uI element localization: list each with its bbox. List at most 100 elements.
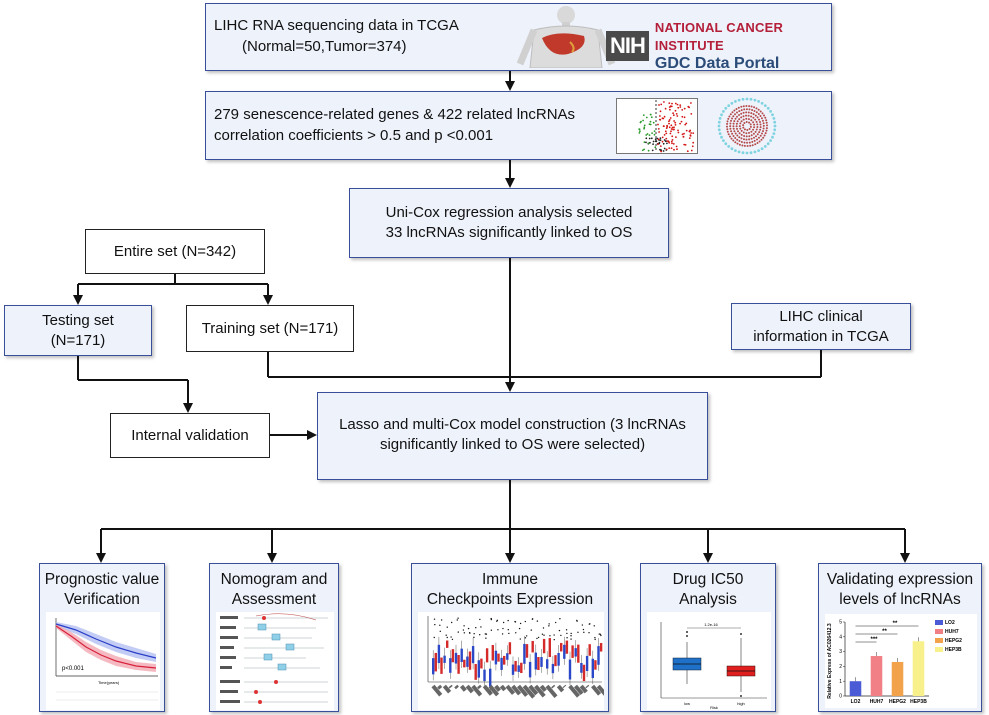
immune-outlier bbox=[496, 620, 498, 622]
validation-xtick-label: HEP3B bbox=[910, 699, 927, 705]
volcano-dot bbox=[646, 133, 649, 135]
volcano-dot bbox=[649, 113, 652, 116]
volcano-dot bbox=[654, 138, 657, 141]
immune-outlier bbox=[553, 634, 555, 636]
immune-box-low bbox=[534, 652, 537, 670]
volcano-dot bbox=[690, 113, 693, 115]
panel-4-title-line-2: Analysis bbox=[679, 591, 737, 608]
network-node bbox=[733, 120, 736, 123]
volcano-dot bbox=[653, 130, 656, 132]
volcano-dot bbox=[647, 149, 650, 152]
network-node bbox=[759, 123, 762, 126]
volcano-dot bbox=[676, 115, 679, 117]
testing-set-label: Testing set bbox=[42, 312, 114, 329]
network-node bbox=[758, 140, 761, 143]
network-node bbox=[750, 137, 753, 140]
network-node bbox=[747, 118, 750, 121]
validation-sig-label: ** bbox=[893, 621, 898, 627]
volcano-dot bbox=[665, 132, 668, 135]
immune-box-high bbox=[577, 644, 580, 663]
volcano-dot bbox=[675, 145, 678, 148]
network-node bbox=[747, 111, 750, 114]
volcano-dot bbox=[675, 136, 677, 138]
validation-ytick-label: 4 bbox=[839, 634, 842, 640]
network-node bbox=[743, 138, 745, 141]
network-node bbox=[766, 142, 770, 146]
network-node bbox=[761, 119, 764, 122]
panel-drug-ic50: Drug IC50 Analysis 1.2e-16 low high Risk bbox=[640, 563, 776, 712]
immune-outlier bbox=[559, 618, 561, 620]
network-node bbox=[742, 126, 745, 129]
volcano-dot bbox=[673, 128, 675, 131]
network-node bbox=[751, 109, 754, 111]
immune-box-low bbox=[511, 664, 515, 675]
volcano-dot bbox=[658, 104, 660, 106]
network-node bbox=[740, 116, 743, 119]
immune-outlier bbox=[542, 627, 545, 629]
immune-outlier bbox=[531, 618, 534, 620]
volcano-dot bbox=[640, 120, 642, 123]
network-node bbox=[748, 105, 751, 108]
km-xlabel: Time(years) bbox=[98, 680, 120, 685]
immune-box-high bbox=[582, 664, 586, 682]
volcano-dot bbox=[658, 141, 661, 144]
volcano-dot bbox=[645, 141, 647, 144]
network-node bbox=[750, 119, 753, 122]
network-node bbox=[740, 105, 743, 108]
volcano-dot bbox=[690, 132, 692, 134]
network-node bbox=[753, 123, 756, 126]
network-node bbox=[740, 137, 743, 140]
validation-xtick-label: HEPG2 bbox=[889, 699, 906, 705]
immune-box-high bbox=[503, 655, 506, 665]
network-node bbox=[736, 138, 739, 141]
volcano-dot bbox=[670, 128, 673, 130]
immune-outlier bbox=[548, 623, 550, 625]
immune-box-high bbox=[463, 659, 466, 668]
network-node bbox=[750, 112, 753, 115]
immune-outlier bbox=[479, 618, 481, 621]
network-node bbox=[732, 115, 735, 118]
immune-gene-label bbox=[482, 684, 493, 696]
immune-outlier bbox=[525, 635, 528, 637]
volcano-dot bbox=[663, 134, 666, 136]
immune-box-high bbox=[560, 642, 563, 652]
network-node bbox=[749, 97, 753, 101]
immune-gene-label bbox=[488, 684, 500, 697]
validation-legend-label: HUH7 bbox=[945, 629, 959, 635]
immune-gene-label bbox=[499, 684, 507, 692]
network-node bbox=[759, 134, 762, 137]
lasso-model-box: Lasso and multi-Cox model construction (… bbox=[317, 392, 708, 480]
network-node bbox=[748, 135, 751, 138]
network-node bbox=[753, 126, 756, 129]
immune-outlier bbox=[508, 632, 510, 635]
network-node bbox=[740, 129, 743, 132]
volcano-dot bbox=[652, 143, 654, 145]
network-node bbox=[751, 140, 754, 143]
volcano-dot bbox=[673, 120, 675, 122]
volcano-dot bbox=[650, 137, 653, 140]
immune-box-high bbox=[525, 644, 529, 658]
volcano-dot bbox=[638, 132, 641, 134]
panel-3-title-line-2: Checkpoints Expression bbox=[426, 591, 594, 608]
immune-outlier bbox=[565, 629, 568, 631]
immune-outlier bbox=[490, 618, 493, 621]
immune-box-high bbox=[508, 642, 512, 655]
immune-outlier bbox=[440, 619, 443, 621]
network-node bbox=[745, 108, 748, 111]
immune-outlier bbox=[463, 625, 465, 627]
volcano-dot bbox=[671, 102, 673, 105]
immune-box-high bbox=[480, 658, 483, 669]
volcano-dot bbox=[674, 124, 677, 126]
network-node bbox=[745, 135, 748, 138]
panel-validating-expression: Validating expression levels of lncRNAs … bbox=[818, 563, 982, 712]
volcano-dot bbox=[684, 144, 687, 146]
network-node bbox=[726, 122, 729, 125]
network-node bbox=[761, 132, 763, 135]
validation-legend-swatch bbox=[935, 638, 943, 643]
volcano-dot bbox=[643, 141, 646, 143]
network-node bbox=[743, 141, 746, 144]
volcano-dot bbox=[688, 137, 691, 139]
internal-validation-box: Internal validation bbox=[110, 413, 270, 458]
network-node bbox=[717, 128, 721, 132]
